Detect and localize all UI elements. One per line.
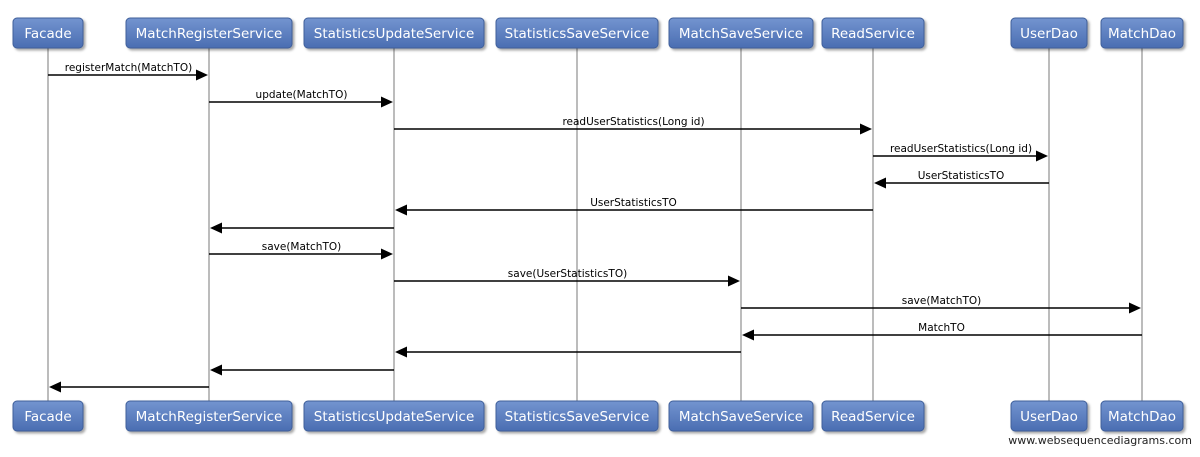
lifelines bbox=[47, 48, 1143, 401]
message-arrow: UserStatisticsTO bbox=[874, 170, 1049, 189]
participant-top-read-service: ReadService bbox=[821, 17, 925, 49]
message-label: save(MatchTO) bbox=[262, 241, 342, 253]
participant-bottom-user-dao: UserDao bbox=[1010, 400, 1088, 432]
participant-bottom-statistics-update-service: StatisticsUpdateService bbox=[303, 400, 485, 432]
participant-label: Facade bbox=[24, 409, 71, 425]
message-arrow: registerMatch(MatchTO) bbox=[48, 62, 208, 81]
participant-label: StatisticsSaveService bbox=[505, 409, 650, 425]
message-arrow: MatchTO bbox=[742, 322, 1142, 341]
message-arrow: readUserStatistics(Long id) bbox=[873, 143, 1048, 162]
participant-label: UserDao bbox=[1020, 409, 1078, 425]
message-arrow: readUserStatistics(Long id) bbox=[394, 116, 872, 135]
message-label: update(MatchTO) bbox=[256, 89, 348, 101]
message-arrow bbox=[210, 222, 394, 234]
participant-bottom-statistics-save-service: StatisticsSaveService bbox=[495, 400, 659, 432]
message-arrow: save(MatchTO) bbox=[209, 241, 393, 260]
participant-label: MatchDao bbox=[1108, 26, 1176, 42]
participant-top-facade: Facade bbox=[12, 17, 84, 49]
participant-label: ReadService bbox=[831, 409, 915, 425]
participant-top-match-register-service: MatchRegisterService bbox=[125, 17, 293, 49]
message-label: save(MatchTO) bbox=[902, 295, 982, 307]
participant-bottom-match-save-service: MatchSaveService bbox=[668, 400, 814, 432]
participant-top-user-dao: UserDao bbox=[1010, 17, 1088, 49]
message-label: readUserStatistics(Long id) bbox=[562, 116, 704, 128]
message-arrow: save(UserStatisticsTO) bbox=[394, 268, 740, 287]
participant-label: StatisticsUpdateService bbox=[314, 409, 475, 425]
message-label: MatchTO bbox=[918, 322, 965, 334]
message-label: UserStatisticsTO bbox=[590, 197, 677, 209]
participant-bottom-match-dao: MatchDao bbox=[1100, 400, 1184, 432]
participant-label: MatchSaveService bbox=[679, 409, 803, 425]
message-label: readUserStatistics(Long id) bbox=[890, 143, 1032, 155]
participant-top-statistics-save-service: StatisticsSaveService bbox=[495, 17, 659, 49]
participant-bottom-match-register-service: MatchRegisterService bbox=[125, 400, 293, 432]
message-arrow: update(MatchTO) bbox=[209, 89, 393, 108]
participant-label: StatisticsSaveService bbox=[505, 26, 650, 42]
message-label: registerMatch(MatchTO) bbox=[65, 62, 192, 74]
participant-label: StatisticsUpdateService bbox=[314, 26, 475, 42]
participant-label: MatchRegisterService bbox=[136, 26, 283, 42]
participant-top-match-save-service: MatchSaveService bbox=[668, 17, 814, 49]
participant-label: UserDao bbox=[1020, 26, 1078, 42]
message-arrow bbox=[395, 346, 741, 358]
watermark: www.websequencediagrams.com bbox=[1008, 434, 1192, 447]
message-arrow: save(MatchTO) bbox=[741, 295, 1141, 314]
participant-bottom-facade: Facade bbox=[12, 400, 84, 432]
message-arrow bbox=[210, 364, 394, 376]
message-arrow bbox=[49, 381, 209, 393]
participant-label: Facade bbox=[24, 26, 71, 42]
participant-label: MatchSaveService bbox=[679, 26, 803, 42]
participant-bottom-read-service: ReadService bbox=[821, 400, 925, 432]
messages: registerMatch(MatchTO) update(MatchTO) rea… bbox=[48, 62, 1142, 393]
message-label: save(UserStatisticsTO) bbox=[508, 268, 627, 280]
participant-top-match-dao: MatchDao bbox=[1100, 17, 1184, 49]
participant-label: MatchRegisterService bbox=[136, 409, 283, 425]
message-arrow: UserStatisticsTO bbox=[395, 197, 873, 216]
participant-top-statistics-update-service: StatisticsUpdateService bbox=[303, 17, 485, 49]
participant-label: ReadService bbox=[831, 26, 915, 42]
participant-label: MatchDao bbox=[1108, 409, 1176, 425]
message-label: UserStatisticsTO bbox=[918, 170, 1005, 182]
